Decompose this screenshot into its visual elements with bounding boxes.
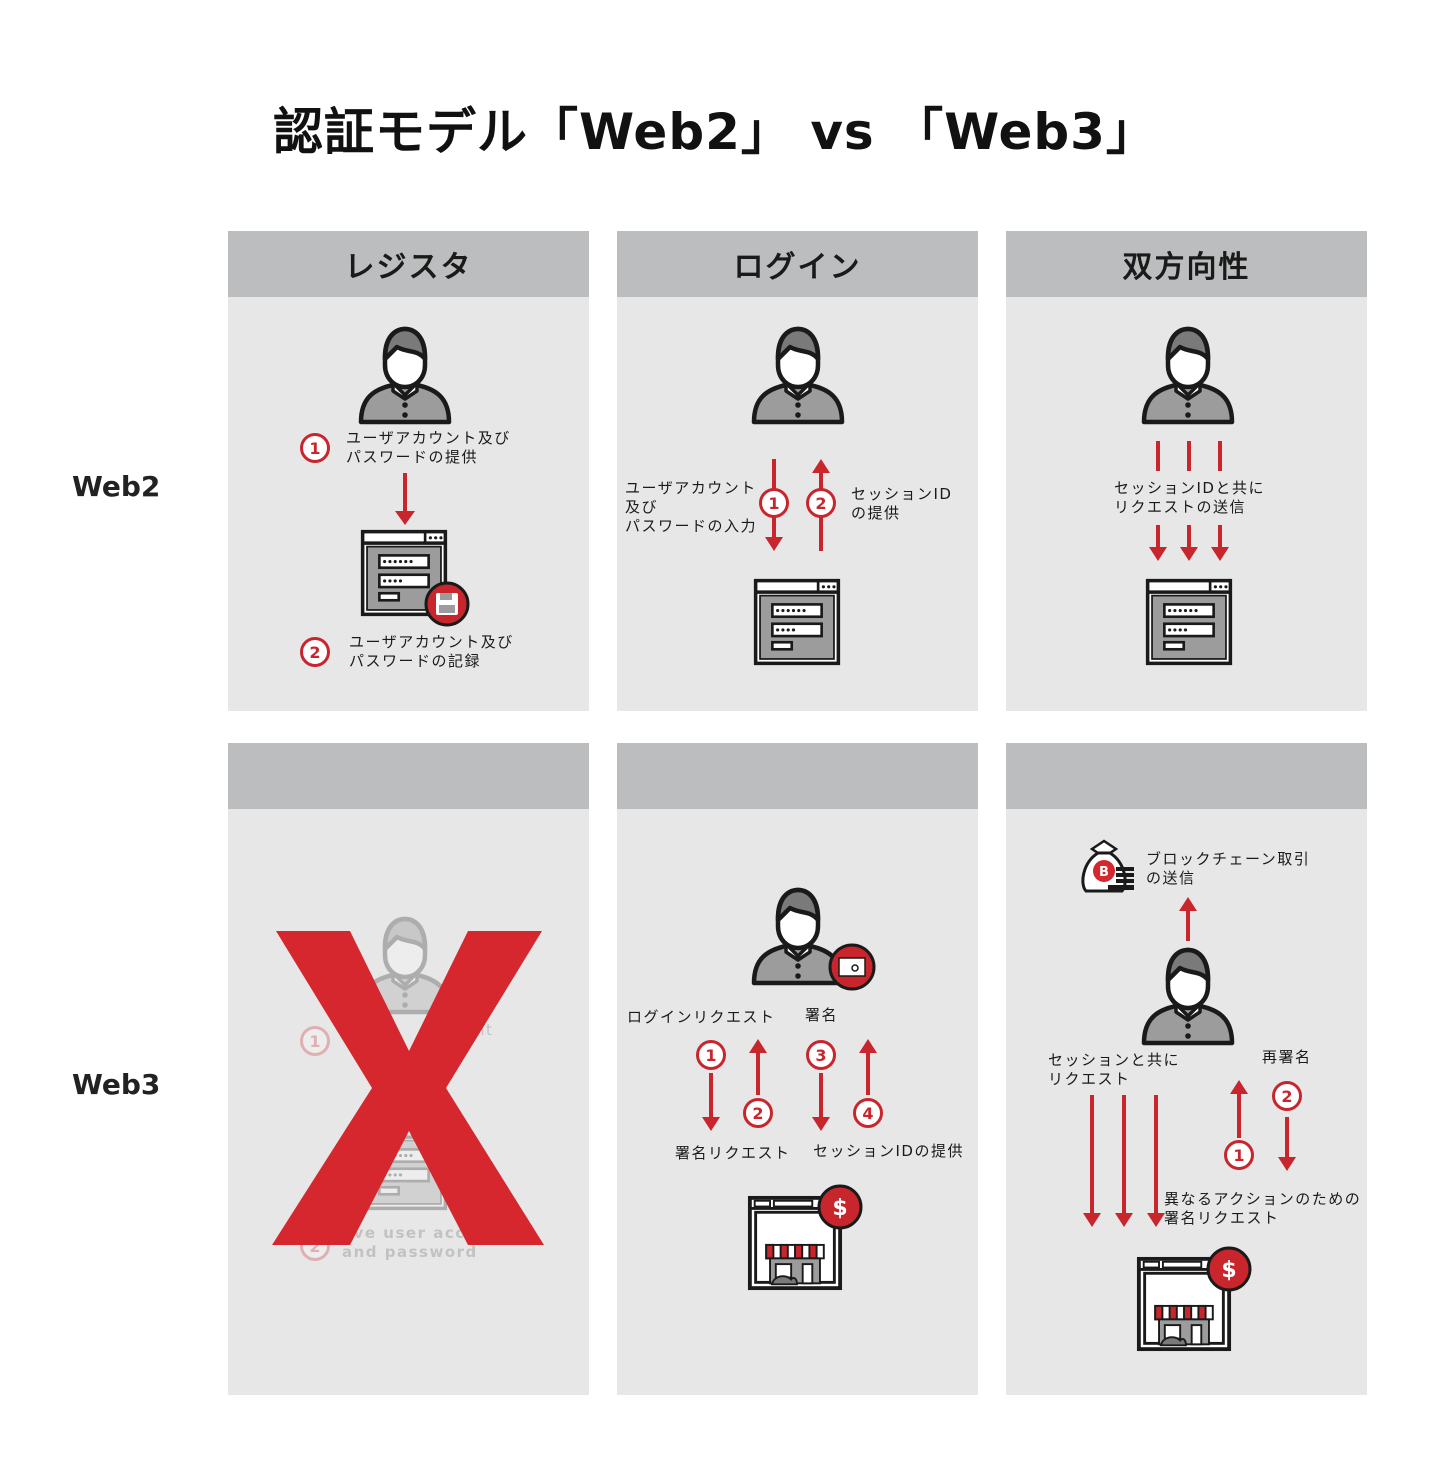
step-number-1: 1 <box>759 488 789 518</box>
login-request-label: ログインリクエスト <box>627 1008 776 1026</box>
user-icon <box>1138 946 1238 1046</box>
row-label-web3: Web3 <box>72 1068 161 1101</box>
svg-text:$: $ <box>1221 1258 1236 1283</box>
arrow-up-icon <box>859 1039 877 1095</box>
panel-web2-login: ログイン 1 2 ユーザアカウント 及び パスワードの入力 セッションID の提… <box>617 231 978 711</box>
red-x-icon <box>272 931 544 1245</box>
page-title: 認証モデル「Web2」 vs 「Web3」 <box>273 103 1157 161</box>
step-number-2: 2 <box>300 637 330 667</box>
user-icon <box>748 325 848 425</box>
column-header-empty <box>617 743 978 809</box>
step1-label: ユーザアカウント及び パスワードの提供 <box>346 429 511 466</box>
login-form-window-icon <box>1144 578 1234 666</box>
faded-step-1: 1 <box>300 1026 330 1056</box>
bitcoin-moneybag-icon: B <box>1081 839 1134 893</box>
step-number-4: 4 <box>853 1098 883 1128</box>
svg-text:$: $ <box>832 1196 847 1221</box>
different-action-label: 異なるアクションのための 署名リクエスト <box>1164 1190 1362 1227</box>
arrow-lines-icon <box>1156 441 1222 471</box>
step2-label: ユーザアカウント及び パスワードの記録 <box>349 633 514 670</box>
signature-request-label: 署名リクエスト <box>675 1144 791 1162</box>
user-icon <box>355 325 455 425</box>
step-number-1: 1 <box>696 1040 726 1070</box>
session-id-label: セッションIDの提供 <box>813 1142 964 1160</box>
interaction-label: セッションIDと共に リクエストの送信 <box>1114 479 1265 516</box>
save-disk-icon <box>424 581 470 627</box>
column-header-login: ログイン <box>617 231 978 297</box>
column-header-empty <box>1006 743 1367 809</box>
arrow-down-icon <box>702 1073 720 1131</box>
step-number-2: 2 <box>806 488 836 518</box>
signature-label: 署名 <box>805 1006 839 1024</box>
step-number-2: 2 <box>743 1098 773 1128</box>
panel-web3-interaction: B ブロックチェーン取引 の送信 セッションと共に リクエスト 再署名 1 2 … <box>1006 743 1367 1395</box>
arrow-up-icon <box>1179 897 1197 941</box>
user-icon <box>1138 325 1238 425</box>
step-number-2: 2 <box>1272 1081 1302 1111</box>
arrow-down-icon <box>1083 1095 1165 1227</box>
arrow-up-icon <box>1230 1080 1248 1138</box>
column-header-register: レジスタ <box>228 231 589 297</box>
wallet-badge-icon <box>828 943 876 991</box>
panel-web2-register: レジスタ 1 ユーザアカウント及び パスワードの提供 2 ユーザアカウント及び … <box>228 231 589 711</box>
session-request-label: セッションと共に リクエスト <box>1048 1051 1181 1088</box>
login-form-window-icon <box>752 578 842 666</box>
step-number-1: 1 <box>300 433 330 463</box>
step-number-1: 1 <box>1224 1140 1254 1170</box>
row-label-web2: Web2 <box>72 470 161 503</box>
step2-label: セッションID の提供 <box>851 485 953 522</box>
step-number-3: 3 <box>806 1040 836 1070</box>
column-header-empty <box>228 743 589 809</box>
dollar-badge-icon: $ <box>817 1184 863 1230</box>
panel-web3-login: ログインリクエスト 署名 1 2 3 4 署名リクエスト セッションIDの提供 … <box>617 743 978 1395</box>
column-header-interaction: 双方向性 <box>1006 231 1367 297</box>
resign-label: 再署名 <box>1262 1048 1312 1066</box>
blockchain-tx-label: ブロックチェーン取引 の送信 <box>1146 850 1311 887</box>
dollar-badge-icon: $ <box>1206 1246 1252 1292</box>
panel-web3-register: 1 unt 2 ave user accou and password <box>228 743 589 1395</box>
arrow-down-icon <box>395 473 415 525</box>
svg-text:B: B <box>1099 865 1109 880</box>
panel-web2-interaction: 双方向性 セッションIDと共に リクエストの送信 <box>1006 231 1367 711</box>
arrow-down-icon <box>1149 525 1229 561</box>
step1-label: ユーザアカウント 及び パスワードの入力 <box>625 479 758 535</box>
arrow-down-icon <box>1278 1117 1296 1171</box>
arrow-down-icon <box>812 1073 830 1131</box>
arrow-up-icon <box>749 1039 767 1095</box>
